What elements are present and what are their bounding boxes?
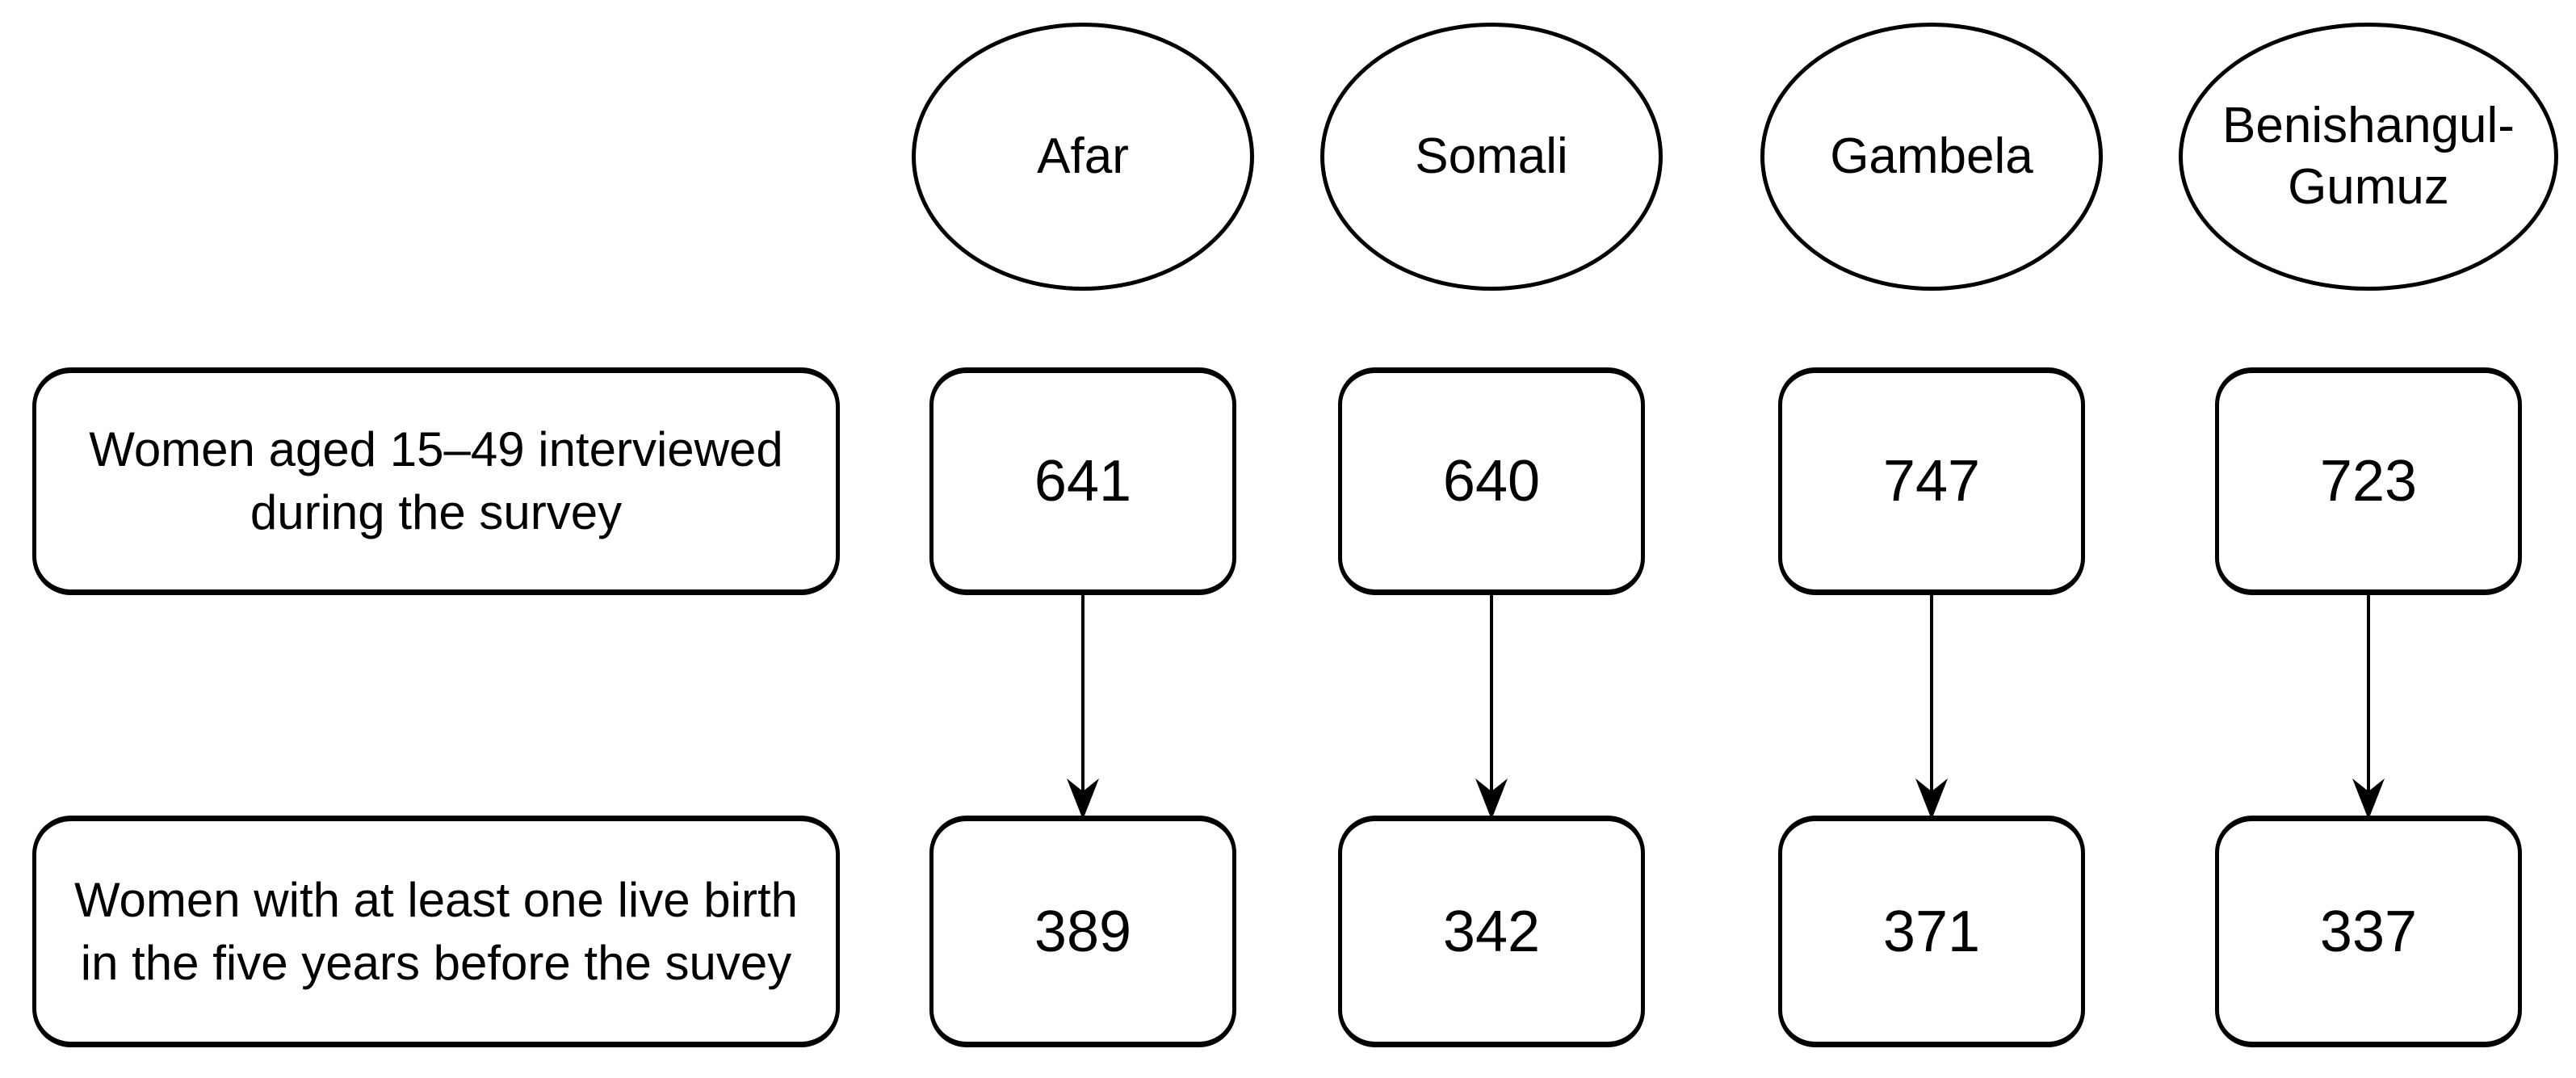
interviewed-count: 641 [1034,449,1132,514]
region-ellipse: Somali [1320,23,1663,291]
region-column: Benishangul-Gumuz 723 337 [2179,0,2558,1078]
interviewed-count: 640 [1442,449,1541,514]
live-birth-count-box: 342 [1338,816,1645,1047]
down-arrow-icon [1475,595,1508,820]
row-label-live-birth: Women with at least one live birth in th… [32,816,840,1047]
interviewed-count-box: 640 [1338,367,1645,595]
interviewed-count-box: 723 [2215,367,2522,595]
region-ellipse: Gambela [1760,23,2103,291]
live-birth-count-box: 337 [2215,816,2522,1047]
live-birth-count-box: 389 [929,816,1236,1047]
region-name-label: Gambela [1830,128,2033,184]
live-birth-count: 337 [2319,899,2418,964]
region-ellipse: Benishangul-Gumuz [2179,23,2558,291]
down-arrow-icon [2352,595,2385,820]
region-ellipse: Afar [912,23,1254,291]
region-name-label: Somali [1415,128,1568,184]
live-birth-count: 371 [1882,899,1981,964]
down-arrow-icon [1067,595,1099,820]
interviewed-count-box: 641 [929,367,1236,595]
region-column: Afar 641 389 [912,0,1254,1078]
down-arrow-icon [1915,595,1948,820]
live-birth-count-box: 371 [1778,816,2085,1047]
interviewed-count: 723 [2319,449,2418,514]
interviewed-count-box: 747 [1778,367,2085,595]
interviewed-count: 747 [1882,449,1981,514]
region-name-label: Afar [1037,128,1129,184]
live-birth-count: 389 [1034,899,1132,964]
region-column: Somali 640 342 [1320,0,1663,1078]
region-name-label: Benishangul-Gumuz [2222,98,2515,215]
region-column: Gambela 747 371 [1760,0,2103,1078]
row-label-interviewed: Women aged 15–49 interviewed during the … [32,367,840,595]
live-birth-count: 342 [1442,899,1541,964]
